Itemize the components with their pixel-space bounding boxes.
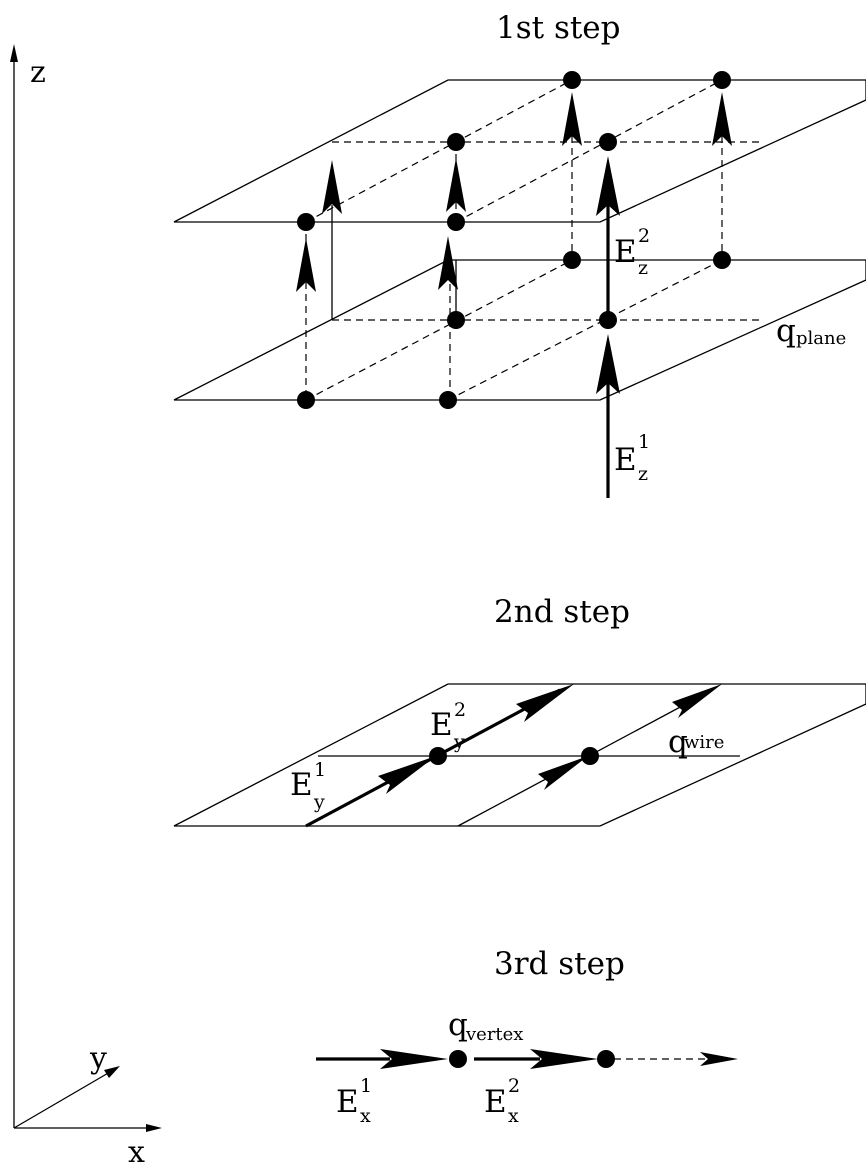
z-axis-arrowhead [10,44,18,62]
q-wire-label: q wire [668,724,724,760]
ey1-label: E 1 y [290,759,326,813]
step1-nodes [297,71,731,409]
node-dot [447,213,465,231]
arrowhead [538,756,588,790]
arrowhead [378,756,436,794]
ex2-base: E [484,1084,507,1120]
ex1-sup: 1 [360,1075,372,1097]
arrowhead [672,684,722,718]
node-dot [599,311,617,329]
q-plane-base: q [776,313,796,349]
arrowhead [446,158,466,212]
arrowhead [700,1052,738,1066]
q-vertex-base: q [448,1007,468,1043]
dashed-grid [305,79,760,401]
x-axis-arrowhead [146,1124,162,1132]
node-dot [297,391,315,409]
ez2-label: E 2 z [614,225,650,279]
node-dot [563,251,581,269]
ex2-sup: 2 [508,1075,520,1097]
q-wire-base: q [668,724,688,760]
upper-plane [173,79,866,223]
q-plane-sub: plane [796,328,846,349]
node-dot [447,133,465,151]
node-dot [429,747,447,765]
ez2-base: E [614,234,637,270]
dashed-line [305,259,573,401]
node-dot [563,71,581,89]
ez2-sup: 2 [638,225,650,247]
step3-group: 3rd step q vertex E 1 x E 2 x [316,946,738,1127]
lower-plane [173,259,866,401]
dashed-line [305,79,573,223]
node-dot [713,251,731,269]
ez1-sub: z [638,463,648,485]
y-axis-line [13,1071,111,1129]
wire-plane [173,683,866,827]
node-dot [439,391,457,409]
q-wire-sub: wire [684,732,724,753]
arrowhead [438,236,458,290]
ez1-base: E [614,442,637,478]
ey1-sub: y [313,791,325,813]
node-dot [449,1050,467,1068]
node-dot [713,71,731,89]
x-axis-label: x [128,1135,145,1166]
arrowhead [380,1049,448,1069]
ez2-sub: z [638,257,648,279]
ex1-sub: x [360,1105,371,1127]
ey2-base: E [430,707,453,743]
arrowhead [322,160,342,214]
step1-title: 1st step [496,10,621,46]
coordinate-axes: z x y [10,44,162,1166]
step2-group: 2nd step E 2 y E 1 y q wire [173,594,866,828]
arrowhead [596,334,620,394]
node-dot [581,747,599,765]
ex2-sub: x [508,1105,519,1127]
node-dot [599,133,617,151]
node-dot [597,1050,615,1068]
ex1-label: E 1 x [336,1075,372,1127]
ey2-label: E 2 y [430,699,466,753]
step3-title: 3rd step [494,946,625,982]
arrowhead [712,92,732,146]
arrowhead [296,238,316,292]
arrowhead [530,1049,598,1069]
node-dot [297,213,315,231]
ex2-label: E 2 x [484,1075,520,1127]
step2-title: 2nd step [494,594,630,630]
ey1-base: E [290,767,313,803]
arrowhead [562,92,582,146]
y-axis-label: y [89,1041,107,1076]
q-vertex-label: q vertex [448,1007,523,1045]
ey2-sup: 2 [454,699,466,721]
ez1-sup: 1 [638,431,650,453]
q-plane-label: q plane [776,313,846,349]
node-dot [447,311,465,329]
dashed-line [455,79,723,223]
q-vertex-sub: vertex [465,1024,523,1045]
y-axis-arrowhead [104,1066,120,1078]
ez1-label: E 1 z [614,431,650,485]
arrowhead [516,684,574,722]
arrowhead [596,156,620,216]
step1-group: 1st step [173,10,866,498]
ey1-sup: 1 [314,759,326,781]
dashed-line [447,259,723,401]
ey2-sub: y [453,731,465,753]
ex1-base: E [336,1084,359,1120]
z-axis-label: z [30,55,46,90]
